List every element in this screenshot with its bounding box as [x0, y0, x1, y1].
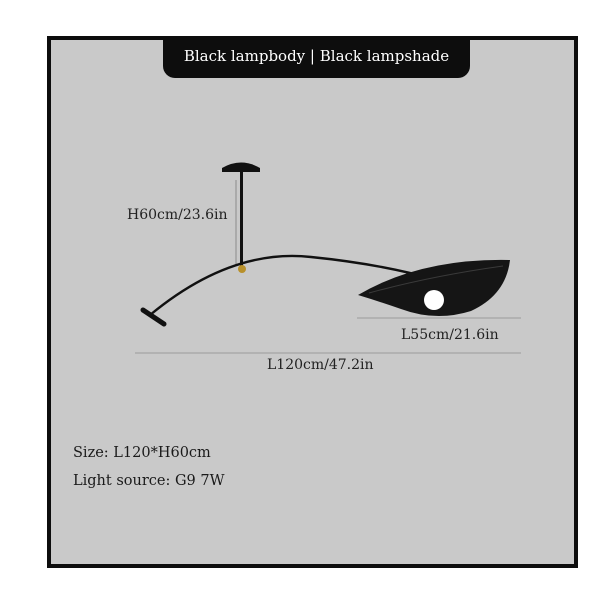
lampshade — [358, 259, 510, 317]
product-image-frame: Black lampbody | Black lampshade H60cm/2… — [47, 36, 578, 568]
size-spec: Size: L120*H60cm — [73, 445, 211, 461]
lampshade-fold — [368, 265, 504, 294]
curved-arm — [149, 254, 438, 316]
total-length-label: L120cm/47.2in — [267, 357, 374, 373]
banner-title: Black lampbody | Black lampshade — [183, 47, 450, 65]
height-label: H60cm/23.6in — [127, 207, 228, 223]
bulb — [424, 290, 444, 310]
light-source-spec: Light source: G9 7W — [73, 473, 225, 489]
ceiling-canopy — [222, 162, 260, 172]
end-cap — [140, 307, 167, 327]
brass-joint — [238, 265, 246, 273]
drop-rod — [240, 172, 243, 269]
title-banner: Black lampbody | Black lampshade — [163, 40, 470, 78]
pendant-lamp-illustration — [135, 162, 521, 354]
shade-length-label: L55cm/21.6in — [401, 327, 499, 343]
